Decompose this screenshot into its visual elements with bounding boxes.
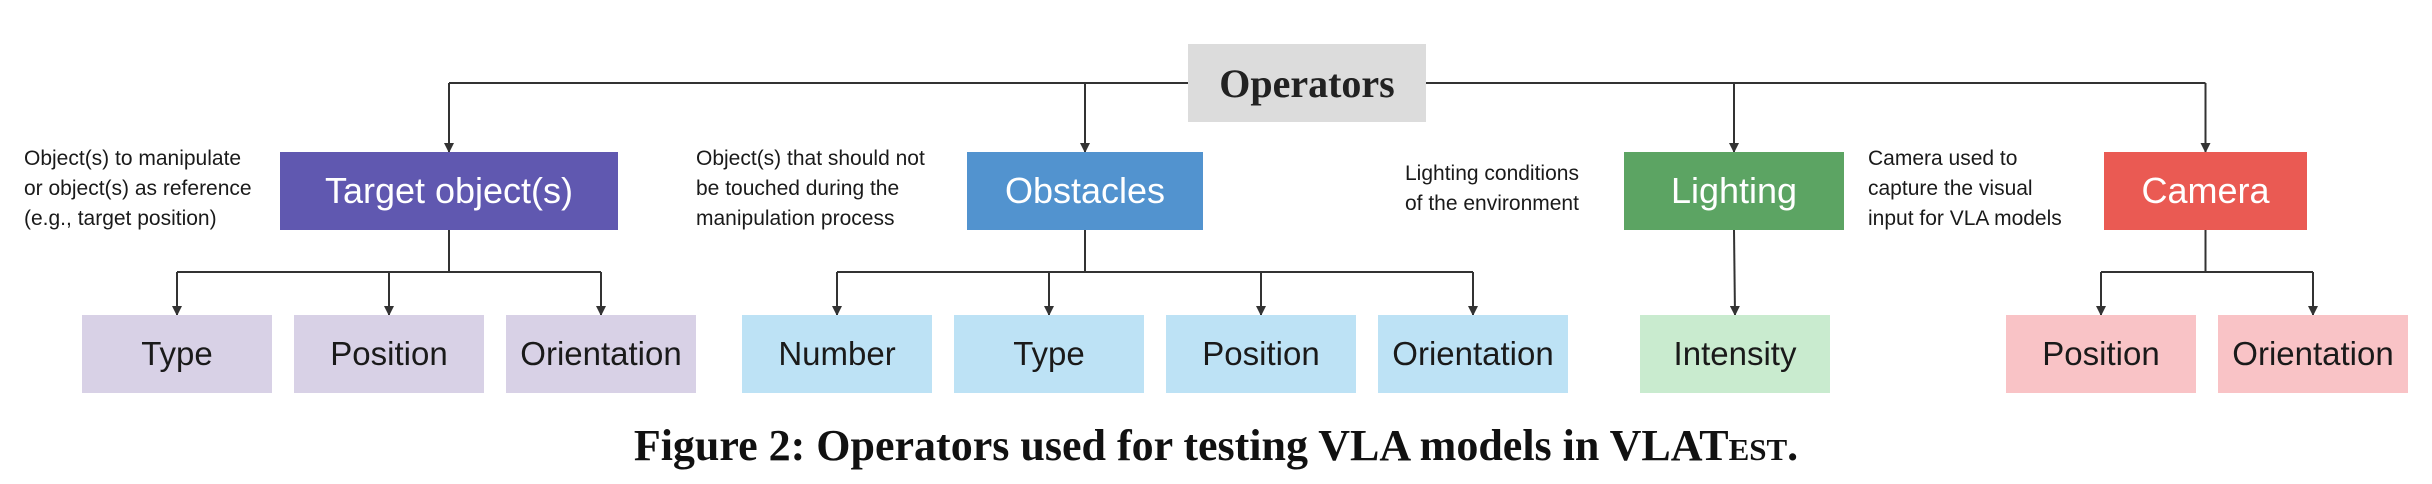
leaf-target-orientation: Orientation — [506, 315, 696, 393]
leaf-obstacles-number: Number — [742, 315, 932, 393]
note-obstacles: Object(s) that should not be touched dur… — [696, 147, 925, 230]
category-target-objects: Target object(s) — [280, 152, 618, 230]
figure-caption: Figure 2: Operators used for testing VLA… — [0, 420, 2432, 471]
leaf-label: Type — [1013, 335, 1085, 372]
note-target-objects: Object(s) to manipulate or object(s) as … — [24, 147, 252, 230]
category-obstacles: Obstacles — [967, 152, 1203, 230]
leaf-label: Type — [141, 335, 213, 372]
leaf-label: Orientation — [1392, 335, 1554, 372]
leaf-obstacles-position: Position — [1166, 315, 1356, 393]
leaf-label: Intensity — [1673, 335, 1797, 372]
caption-end: . — [1787, 421, 1799, 470]
leaf-obstacles-type: Type — [954, 315, 1144, 393]
category-label: Obstacles — [1004, 170, 1166, 211]
category-label: Camera — [2141, 170, 2270, 211]
leaf-label: Number — [778, 335, 896, 372]
leaf-label: Orientation — [2232, 335, 2394, 372]
leaf-label: Position — [1202, 335, 1320, 372]
leaf-obstacles-orientation: Orientation — [1378, 315, 1568, 393]
note-camera: Camera used to capture the visual input … — [1868, 147, 2062, 230]
leaf-target-position: Position — [294, 315, 484, 393]
category-lighting: Lighting — [1624, 152, 1844, 230]
leaf-target-type: Type — [82, 315, 272, 393]
caption-smallcaps: est — [1728, 421, 1788, 470]
leaf-camera-orientation: Orientation — [2218, 315, 2408, 393]
category-label: Target object(s) — [324, 170, 574, 211]
root-label: Operators — [1219, 60, 1395, 106]
leaf-label: Position — [2042, 335, 2160, 372]
root-node-operators: Operators — [1188, 44, 1426, 122]
leaf-label: Orientation — [520, 335, 682, 372]
category-label: Lighting — [1670, 170, 1798, 211]
note-lighting: Lighting conditions of the environment — [1405, 162, 1579, 215]
category-to-leaf-arrow — [1729, 229, 1740, 316]
leaf-camera-position: Position — [2006, 315, 2196, 393]
leaf-lighting-intensity: Intensity — [1640, 315, 1830, 393]
category-camera: Camera — [2104, 152, 2307, 230]
leaf-label: Position — [330, 335, 448, 372]
caption-main: Figure 2: Operators used for testing VLA… — [633, 421, 1729, 470]
